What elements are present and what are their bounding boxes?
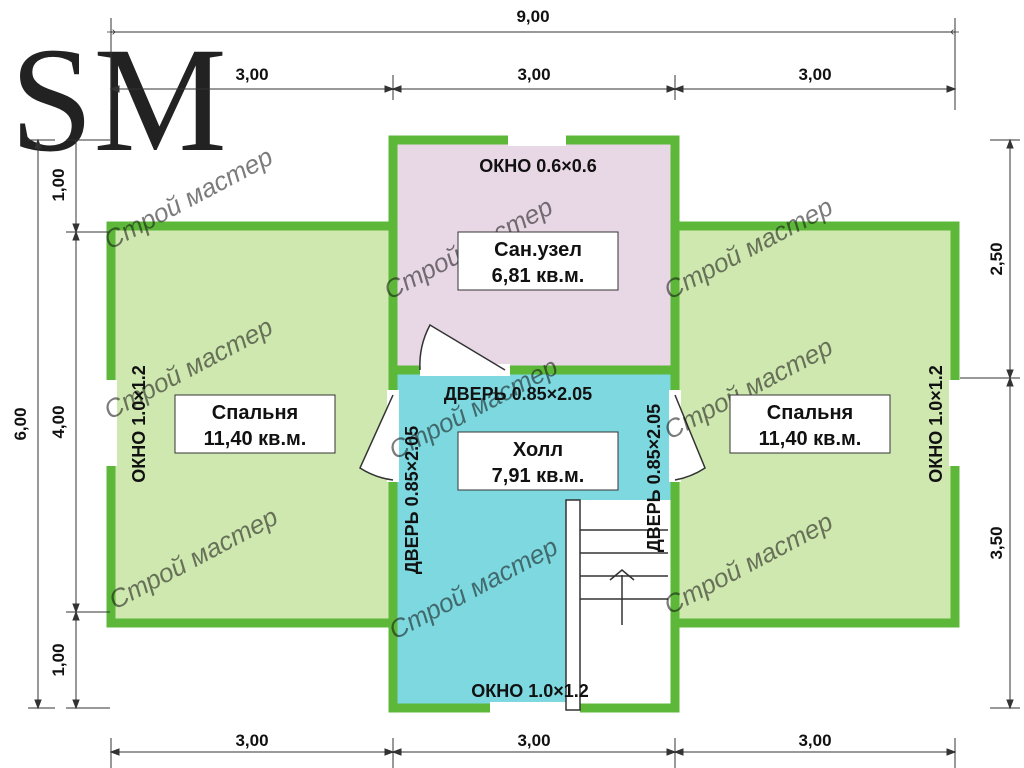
dimension-right-segment: 3,50 xyxy=(987,526,1006,559)
door-left-label: ДВЕРЬ 0.85×2.05 xyxy=(402,426,422,574)
dimension-bottom-segment: 3,00 xyxy=(798,731,831,750)
room-area: 6,81 кв.м. xyxy=(492,265,585,287)
window-bottom-label: ОКНО 1.0×1.2 xyxy=(471,681,589,701)
staircase xyxy=(565,499,668,711)
dimension-top-total: 9,00 xyxy=(516,7,549,26)
dimension-bottom-segment: 3,00 xyxy=(517,731,550,750)
room-bathroom-label: Сан.узел 6,81 кв.м. xyxy=(457,231,619,291)
room-bedroom-left-label: Спальня 11,40 кв.м. xyxy=(174,394,336,454)
dimension-left-segment: 4,00 xyxy=(49,405,68,438)
door-swings xyxy=(359,323,706,481)
room-area: 11,40 кв.м. xyxy=(759,428,862,450)
dimension-bottom-segment: 3,00 xyxy=(235,731,268,750)
dimension-right-segment: 2,50 xyxy=(987,242,1006,275)
room-name: Спальня xyxy=(767,402,853,424)
door-bathroom-label: ДВЕРЬ 0.85×2.05 xyxy=(444,384,592,404)
room-area: 7,91 кв.м. xyxy=(492,465,585,487)
dimension-top-segment: 3,00 xyxy=(517,65,550,84)
monogram-logo: SM xyxy=(10,17,227,183)
door-right-label: ДВЕРЬ 0.85×2.05 xyxy=(644,404,664,552)
hall-floor xyxy=(393,372,573,708)
room-name: Сан.узел xyxy=(494,239,582,261)
dimension-left-segment: 1,00 xyxy=(49,168,68,201)
room-hall-label: Холл 7,91 кв.м. xyxy=(457,431,619,491)
room-area: 11,40 кв.м. xyxy=(204,428,307,450)
window-bathroom-label: ОКНО 0.6×0.6 xyxy=(479,156,597,176)
room-name: Холл xyxy=(513,439,563,461)
window-left-label: ОКНО 1.0×1.2 xyxy=(129,365,149,483)
dimension-left-total: 6,00 xyxy=(11,407,30,440)
dimension-left-segment: 1,00 xyxy=(49,643,68,676)
dimension-top-segment: 3,00 xyxy=(235,65,268,84)
logo-text: SM xyxy=(10,17,227,183)
window-right-label: ОКНО 1.0×1.2 xyxy=(926,365,946,483)
dimension-top-segment: 3,00 xyxy=(798,65,831,84)
dimension-lines xyxy=(28,18,1020,768)
room-bedroom-right-label: Спальня 11,40 кв.м. xyxy=(729,394,891,454)
room-name: Спальня xyxy=(212,402,298,424)
